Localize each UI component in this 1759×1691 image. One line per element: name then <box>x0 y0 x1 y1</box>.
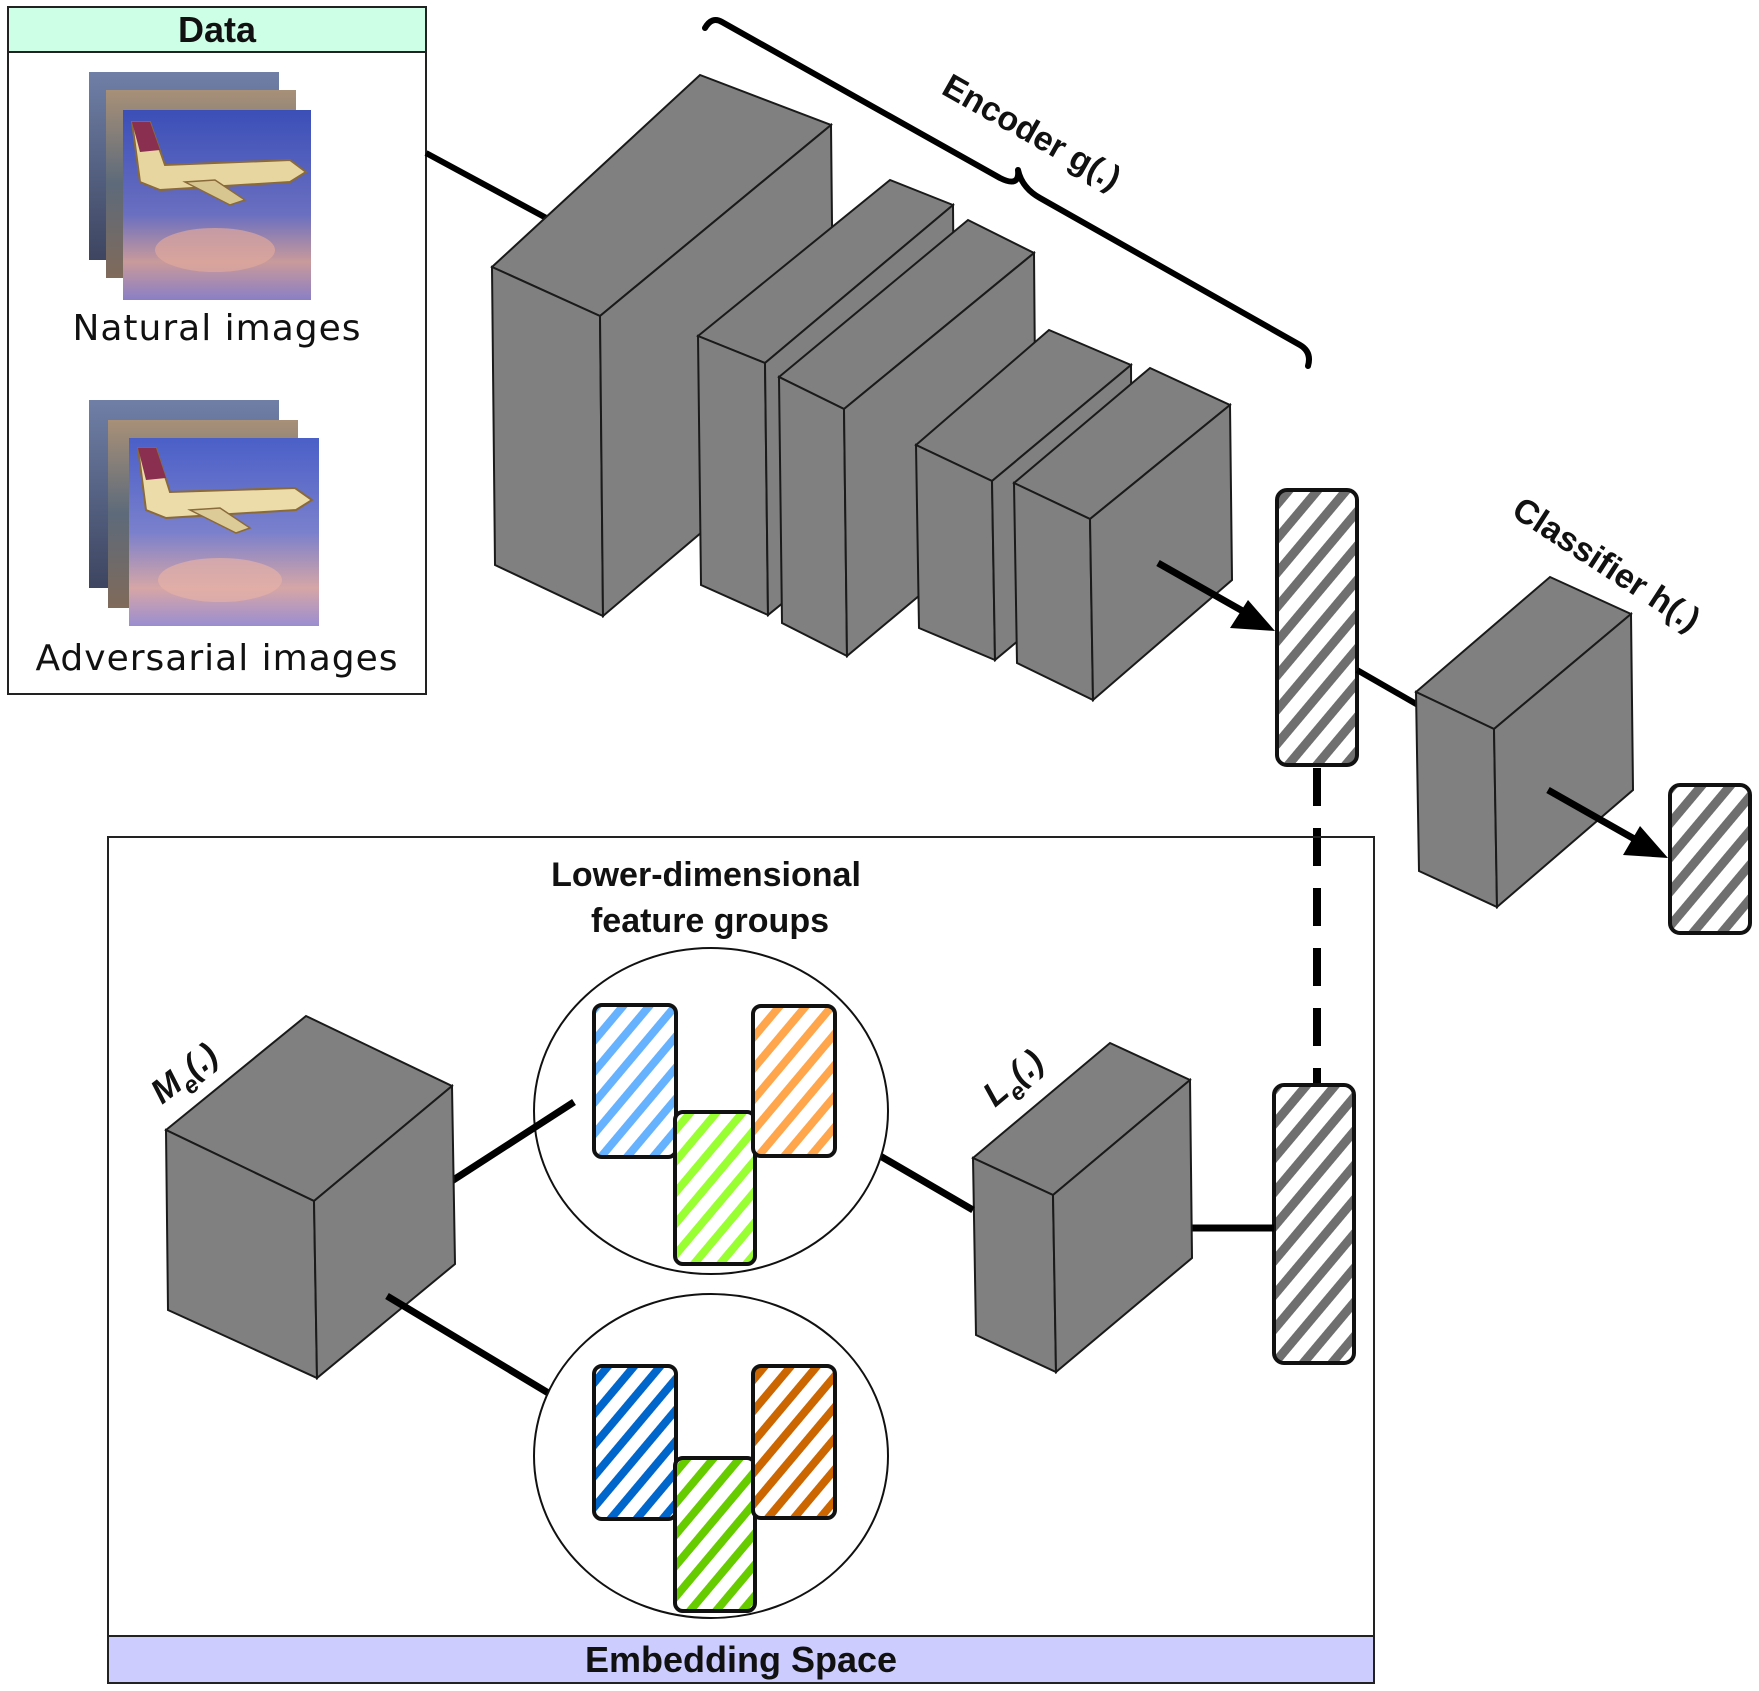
dark-feature-groups <box>533 1293 889 1619</box>
le-block <box>971 1041 1194 1375</box>
encoder-block-1 <box>490 73 836 619</box>
encoder-brace <box>702 17 1312 369</box>
classifier-output-vector <box>1668 783 1752 935</box>
cloud-shape <box>155 228 275 272</box>
dark-green-group <box>673 1456 757 1613</box>
feature-to-classifier-connector <box>1355 667 1420 708</box>
classifier-output-arrow <box>1546 786 1668 858</box>
encoder-block-5 <box>1012 366 1234 703</box>
embedding-panel-title: Embedding Space <box>585 1639 897 1680</box>
embedding-panel-footer <box>107 1635 1375 1684</box>
adversarial-images-caption: Adversarial images <box>35 638 398 679</box>
natural-images-caption: Natural images <box>72 308 361 349</box>
encoder-output-arrow <box>1156 559 1275 631</box>
light-orange-group <box>751 1004 837 1158</box>
encoder-feature-vector <box>1275 488 1359 767</box>
classifier: Classifier h(.) <box>1414 490 1707 910</box>
embedding-feature-vector <box>1272 1083 1356 1365</box>
dark-orange-group <box>751 1364 837 1520</box>
adversarial-image-stack <box>89 400 319 626</box>
airplane-wing-icon <box>187 507 252 534</box>
airplane-tail-icon <box>132 122 160 152</box>
airplane-tail-icon <box>138 448 166 480</box>
groups-title-line1: Lower-dimensional <box>551 856 861 894</box>
light-green-group <box>673 1110 757 1266</box>
light-feature-groups <box>533 947 889 1275</box>
natural-image-stack <box>89 72 311 300</box>
me-block <box>164 1014 457 1381</box>
encoder: Encoder g(.) <box>490 17 1312 703</box>
light-blue-group <box>592 1003 678 1159</box>
data-to-encoder-connector <box>424 150 552 223</box>
dark-blue-group <box>592 1364 678 1521</box>
data-panel-title: Data <box>178 9 257 50</box>
cloud-shape <box>158 558 282 602</box>
me-label-main: M <box>144 1064 190 1112</box>
groups-title-line2: feature groups <box>591 902 829 940</box>
embedding-panel: Embedding Space Lower-dimensional featur… <box>107 836 1375 1684</box>
data-panel: Data Natural images Adversarial images <box>7 6 427 695</box>
encoder-label: Encoder g(.) <box>936 67 1127 198</box>
data-panel-header <box>7 6 427 53</box>
airplane-wing-icon <box>182 179 247 206</box>
